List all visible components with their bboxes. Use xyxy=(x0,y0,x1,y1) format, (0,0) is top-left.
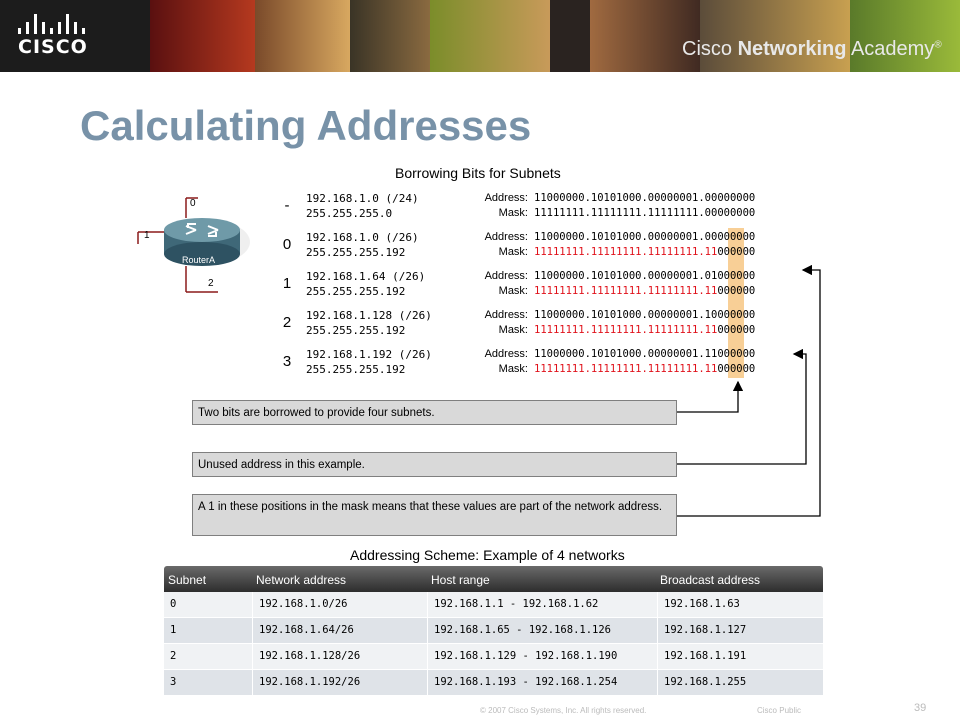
mask-binary: 11111111.11111111.11111111.00000000 xyxy=(534,207,756,219)
subnet-decimal: 192.168.1.192 (/26) 255.255.255.192 xyxy=(306,348,432,376)
page-number: 39 xyxy=(914,702,927,714)
router-port-1-label: 1 xyxy=(144,230,150,241)
cell-network: 192.168.1.192/26 xyxy=(252,670,427,695)
column-header-subnet: Subnet xyxy=(168,573,207,587)
mask-label: Mask: xyxy=(498,246,528,258)
cell-subnet: 0 xyxy=(170,598,177,610)
page-title: Calculating Addresses xyxy=(80,102,532,149)
cell-subnet: 2 xyxy=(170,650,177,662)
column-header-network: Network address xyxy=(256,573,347,587)
cell-broadcast: 192.168.1.127 xyxy=(657,618,823,643)
subnet-decimal: 192.168.1.128 (/26) 255.255.255.192 xyxy=(306,309,432,337)
address-binary: 11000000.10101000.00000001.11000000 xyxy=(534,348,756,360)
cell-subnet: 1 xyxy=(170,624,177,636)
address-label: Address: xyxy=(484,309,528,321)
subnet-row-2: 2 192.168.1.128 (/26) 255.255.255.192 Ad… xyxy=(280,308,800,342)
cell-host-range: 192.168.1.1 - 192.168.1.62 xyxy=(427,592,657,617)
cisco-logo: CISCO xyxy=(18,14,88,58)
networking-academy-brand: Cisco Networking Academy® xyxy=(682,38,942,60)
mask-binary: 11111111.11111111.11111111.11000000 xyxy=(534,246,756,258)
callout-borrowed-bits: Two bits are borrowed to provide four su… xyxy=(192,400,677,425)
address-binary: 11000000.10101000.00000001.00000000 xyxy=(534,231,756,243)
footer-classification: Cisco Public xyxy=(757,706,802,715)
cell-network: 192.168.1.64/26 xyxy=(252,618,427,643)
mask-label: Mask: xyxy=(498,207,528,219)
address-label: Address: xyxy=(484,270,528,282)
callout-mask-ones: A 1 in these positions in the mask means… xyxy=(192,494,677,536)
table-header: Subnet Network address Host range Broadc… xyxy=(164,566,823,592)
subnet-row-1: 1 192.168.1.64 (/26) 255.255.255.192 Add… xyxy=(280,269,800,303)
subnet-number: 1 xyxy=(282,275,292,292)
cell-subnet: 3 xyxy=(170,676,177,688)
footer-copyright: © 2007 Cisco Systems, Inc. All rights re… xyxy=(480,706,647,715)
cell-broadcast: 192.168.1.191 xyxy=(657,644,823,669)
mask-binary: 11111111.11111111.11111111.11000000 xyxy=(534,363,756,375)
cell-broadcast: 192.168.1.255 xyxy=(657,670,823,695)
address-binary: 11000000.10101000.00000001.01000000 xyxy=(534,270,756,282)
address-binary: 11000000.10101000.00000001.00000000 xyxy=(534,192,756,204)
table-row: 0 192.168.1.0/26 192.168.1.1 - 192.168.1… xyxy=(164,592,823,618)
address-label: Address: xyxy=(484,231,528,243)
cell-host-range: 192.168.1.65 - 192.168.1.126 xyxy=(427,618,657,643)
cell-network: 192.168.1.0/26 xyxy=(252,592,427,617)
router-icon xyxy=(137,197,250,293)
mask-label: Mask: xyxy=(498,285,528,297)
cell-host-range: 192.168.1.129 - 192.168.1.190 xyxy=(427,644,657,669)
cell-host-range: 192.168.1.193 - 192.168.1.254 xyxy=(427,670,657,695)
router-name-label: RouterA xyxy=(182,255,216,265)
addressing-table: Subnet Network address Host range Broadc… xyxy=(164,566,823,696)
subnet-row-base: - 192.168.1.0 (/24) 255.255.255.0 Addres… xyxy=(280,191,800,225)
column-header-broadcast: Broadcast address xyxy=(660,573,761,587)
figure-title: Borrowing Bits for Subnets xyxy=(395,165,561,181)
subnet-number: 3 xyxy=(282,353,292,370)
router-diagram: 0 1 2 RouterA xyxy=(130,188,280,298)
subnet-decimal: 192.168.1.0 (/24) 255.255.255.0 xyxy=(306,192,419,220)
mask-binary: 11111111.11111111.11111111.11000000 xyxy=(534,285,756,297)
subnet-decimal: 192.168.1.0 (/26) 255.255.255.192 xyxy=(306,231,419,259)
mask-label: Mask: xyxy=(498,363,528,375)
column-header-host-range: Host range xyxy=(431,573,490,587)
table-row: 2 192.168.1.128/26 192.168.1.129 - 192.1… xyxy=(164,644,823,670)
table-row: 1 192.168.1.64/26 192.168.1.65 - 192.168… xyxy=(164,618,823,644)
mask-binary: 11111111.11111111.11111111.11000000 xyxy=(534,324,756,336)
header-banner: CISCO Cisco Networking Academy® xyxy=(0,0,960,72)
cisco-wordmark: CISCO xyxy=(18,36,88,58)
subnet-number: 0 xyxy=(282,236,292,253)
subnet-row-3: 3 192.168.1.192 (/26) 255.255.255.192 Ad… xyxy=(280,347,800,381)
cell-broadcast: 192.168.1.63 xyxy=(657,592,823,617)
borrowed-bits-highlight xyxy=(728,228,744,378)
subnet-number: 2 xyxy=(282,314,292,331)
callout-unused-address: Unused address in this example. xyxy=(192,452,677,477)
subnet-number: - xyxy=(284,197,290,214)
address-label: Address: xyxy=(484,348,528,360)
address-binary: 11000000.10101000.00000001.10000000 xyxy=(534,309,756,321)
cell-network: 192.168.1.128/26 xyxy=(252,644,427,669)
router-port-0-label: 0 xyxy=(190,198,196,209)
subnet-decimal: 192.168.1.64 (/26) 255.255.255.192 xyxy=(306,270,426,298)
table-title: Addressing Scheme: Example of 4 networks xyxy=(350,547,625,563)
router-port-2-label: 2 xyxy=(208,278,214,289)
cisco-bridge-icon xyxy=(18,14,88,34)
mask-label: Mask: xyxy=(498,324,528,336)
table-row: 3 192.168.1.192/26 192.168.1.193 - 192.1… xyxy=(164,670,823,696)
subnet-row-0: 0 192.168.1.0 (/26) 255.255.255.192 Addr… xyxy=(280,230,800,264)
address-label: Address: xyxy=(484,192,528,204)
